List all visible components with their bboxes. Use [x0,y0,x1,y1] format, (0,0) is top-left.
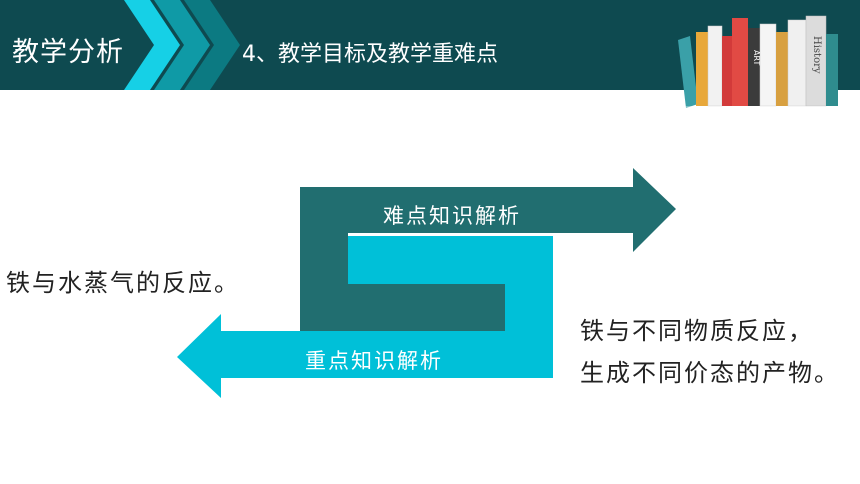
key-point-label: 重点知识解析 [305,349,443,373]
slide-subtitle: 4、教学目标及教学重难点 [242,42,498,67]
key-point-content: 铁与不同物质反应， 生成不同价态的产物。 [580,310,840,394]
difficult-point-arrow [300,168,676,331]
book-spine-art: ART [752,50,761,65]
difficult-point-content: 铁与水蒸气的反应。 [6,269,240,297]
difficult-point-label: 难点知识解析 [383,204,521,228]
book-spine-history: History [811,36,822,74]
header-bar: 教学分析 4、教学目标及教学重难点 ART History [0,0,860,134]
books-icon: ART History [674,15,850,134]
section-title: 教学分析 [12,37,124,68]
key-point-line-1: 铁与不同物质反应， [580,317,814,345]
key-point-arrow [177,236,553,398]
key-point-line-2: 生成不同价态的产物。 [580,359,840,387]
chevron-arrows-icon [124,0,240,90]
